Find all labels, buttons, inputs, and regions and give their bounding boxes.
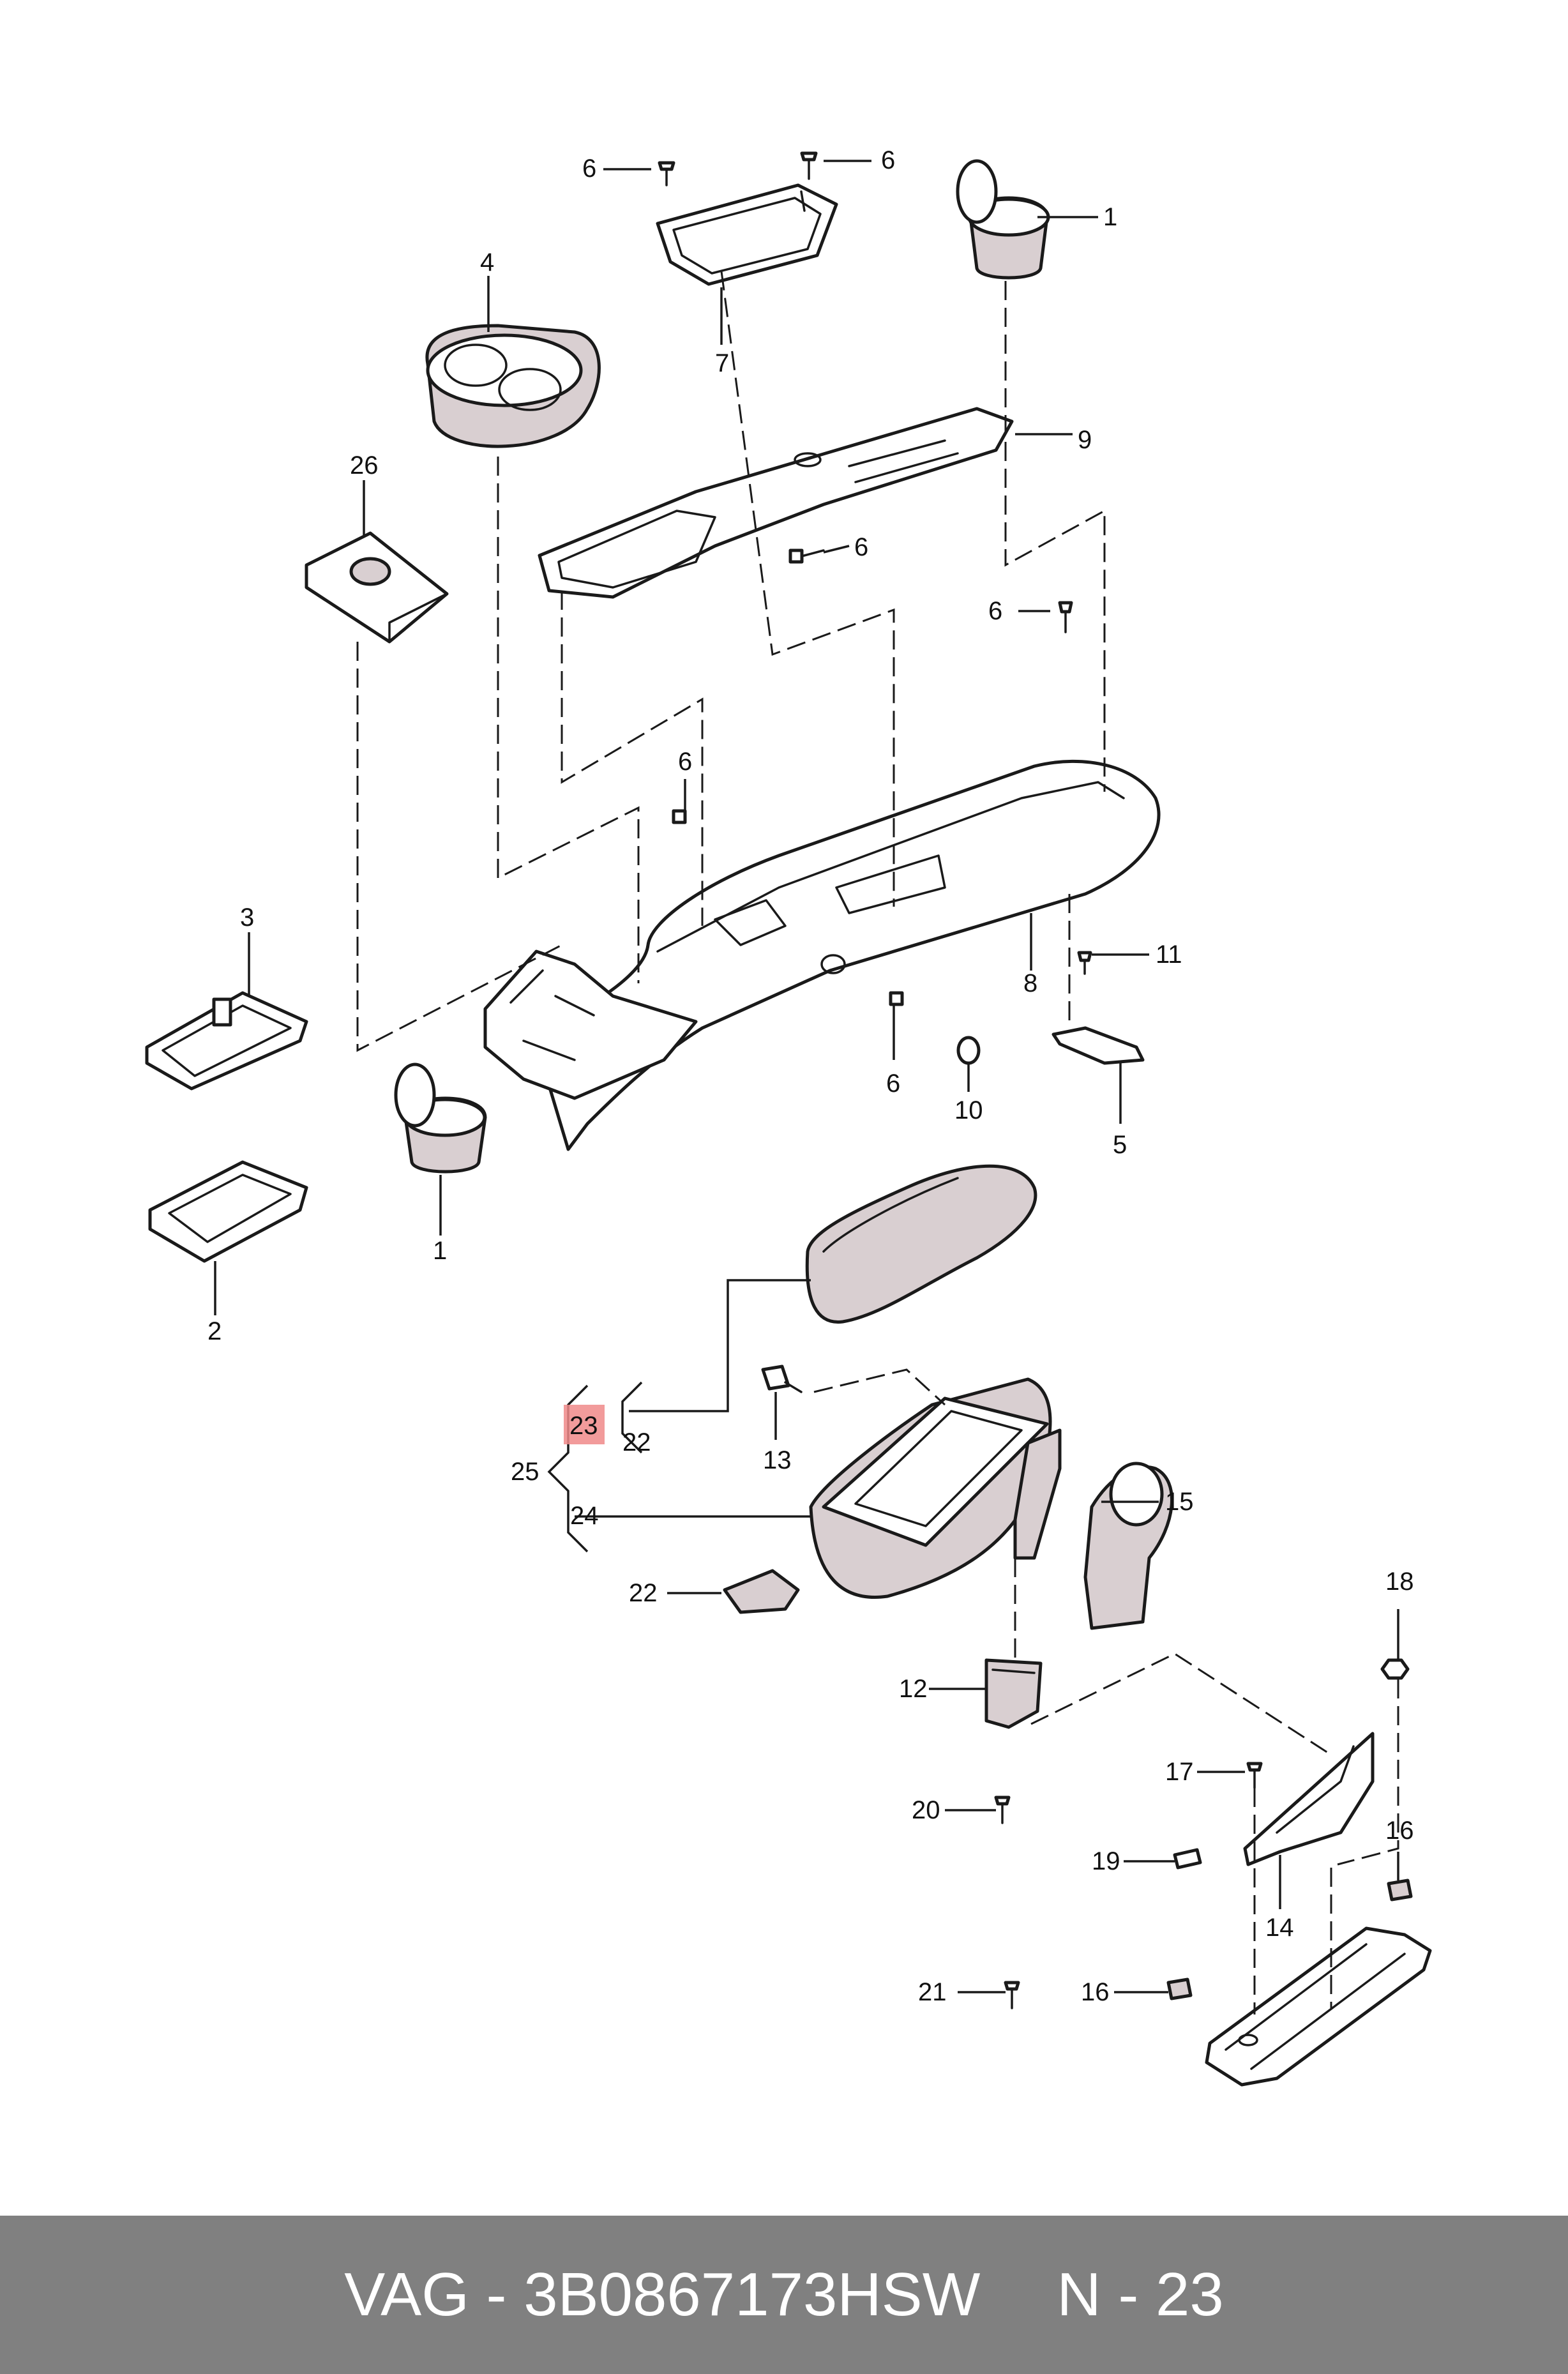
callout-7: 7 (715, 349, 729, 377)
screw-6a (658, 161, 675, 186)
part-hinge (1013, 1428, 1062, 1560)
callout-10: 10 (954, 1096, 983, 1124)
screw-6e (672, 809, 687, 824)
callout-11: 11 (1156, 941, 1182, 969)
callout-19: 19 (1092, 1847, 1120, 1875)
part-armrest-box-24 (809, 1377, 1052, 1599)
callout-6: 6 (881, 146, 895, 174)
screw-20 (994, 1796, 1011, 1824)
part-cover-26 (305, 531, 449, 644)
callout-25: 25 (511, 1458, 539, 1486)
callout-6: 6 (886, 1070, 900, 1098)
part-cap-22 (723, 1569, 800, 1614)
part-console-8 (483, 759, 1161, 1151)
screw-21 (1004, 1981, 1020, 2009)
part-boot-3 (145, 991, 308, 1091)
callout-15: 15 (1165, 1488, 1194, 1516)
callout-26: 26 (350, 451, 379, 480)
screw-19 (1173, 1848, 1202, 1870)
callout-3: 3 (240, 903, 254, 932)
callout-14: 14 (1265, 1914, 1294, 1942)
screw-6f (889, 991, 904, 1006)
parts-diagram: 6 6 1 4 7 9 26 6 6 6 3 11 8 6 10 5 1 2 2… (145, 146, 1432, 2087)
clip-16b (1166, 1977, 1193, 2000)
part-bracket-5 (1052, 1026, 1145, 1065)
callout-2: 2 (207, 1317, 222, 1345)
part-frame-2 (148, 1160, 308, 1263)
callout-20: 20 (912, 1796, 940, 1824)
part-double-cupholder-4 (425, 324, 601, 448)
screw-6c (788, 548, 825, 564)
callout-6: 6 (854, 533, 868, 561)
part-tray-7 (656, 183, 838, 286)
part-bracket-12 (984, 1658, 1043, 1729)
callout-17: 17 (1165, 1758, 1194, 1786)
callout-6: 6 (988, 597, 1002, 625)
part-cupholder-1-top (956, 159, 1050, 280)
clip-16a (1387, 1879, 1413, 1901)
callout-6: 6 (678, 748, 692, 776)
footer-bar: VAG - 3B0867173HSW N - 23 (0, 2216, 1568, 2374)
screw-6d (1058, 601, 1073, 633)
part-cupholder-1-lower (394, 1062, 487, 1174)
nut-18 (1380, 1658, 1410, 1680)
part-base-plate (1205, 1926, 1432, 2087)
callout-16: 16 (1385, 1817, 1414, 1845)
part-plug-10 (956, 1036, 981, 1065)
callout-12: 12 (899, 1675, 928, 1703)
part-armrest-lid (805, 1164, 1037, 1324)
callout-1: 1 (433, 1237, 447, 1265)
callout-24: 24 (570, 1502, 599, 1530)
callout-6: 6 (582, 155, 596, 183)
part-cover-15 (1083, 1462, 1173, 1630)
leader-lines (214, 160, 1399, 1993)
screw-11 (1077, 951, 1092, 975)
callout-16: 16 (1081, 1978, 1110, 2006)
part-bracket-14 (1243, 1732, 1375, 1866)
callout-4: 4 (480, 248, 494, 276)
callout-9: 9 (1078, 426, 1092, 454)
callout-5: 5 (1113, 1131, 1127, 1159)
screw-13 (761, 1365, 803, 1393)
callout-23: 23 (569, 1412, 598, 1440)
callout-18: 18 (1385, 1568, 1414, 1596)
callout-21: 21 (918, 1978, 947, 2006)
guide-lines (356, 271, 1399, 2015)
callout-1: 1 (1103, 203, 1117, 231)
footer-part-number: VAG - 3B0867173HSW (344, 2260, 981, 2329)
callout-8: 8 (1023, 969, 1037, 997)
highlight-23 (564, 1405, 605, 1444)
part-trim-panel-9 (538, 407, 1014, 599)
screw-17 (1246, 1762, 1263, 1789)
screw-6b (800, 151, 818, 180)
callout-13: 13 (763, 1446, 792, 1474)
footer-position: N - 23 (1057, 2260, 1224, 2329)
callout-22: 22 (629, 1579, 658, 1607)
callout-22: 22 (622, 1428, 651, 1456)
callout-labels: 6 6 1 4 7 9 26 6 6 6 3 11 8 6 10 5 1 2 2… (207, 146, 1414, 2006)
